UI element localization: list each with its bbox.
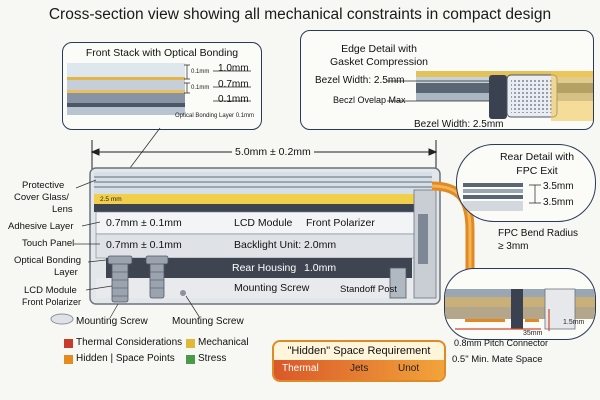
edge-detail-callout: Edge Detail with Gasket Compression Beze… xyxy=(300,30,594,130)
row2-text: Backlight Unit: 2.0mm xyxy=(234,239,337,251)
fpc-bend-line2: ≥ 3mm xyxy=(498,241,529,252)
edge-detail-diagram xyxy=(387,71,593,121)
front-stack-tiny-dim-2: 0.1mm xyxy=(191,85,210,91)
hidden-space-title: "Hidden" Space Requirement xyxy=(287,345,431,357)
connector-dim-35: 35mm xyxy=(523,330,543,337)
rear-detail-title-2: FPC Exit xyxy=(516,165,558,177)
glass-dimension: 2.5 mm xyxy=(100,196,122,203)
legend-swatch-stress xyxy=(186,355,195,364)
edge-detail-bezel-width: Bezel Width: 2.5mm xyxy=(315,75,405,86)
label-layer: Layer xyxy=(54,267,78,278)
label-adhesive: Adhesive Layer xyxy=(8,221,74,232)
front-stack-callout: Front Stack with Optical Bonding 0.1mm 0… xyxy=(62,42,262,130)
legend-swatch-thermal xyxy=(64,339,73,348)
legend-swatch-mechanical xyxy=(186,339,195,348)
front-stack-dim-3: 0.1mm xyxy=(218,94,249,105)
front-stack-dim-2: 0.7mm xyxy=(218,79,249,90)
label-touch-panel: Touch Panel xyxy=(22,238,75,249)
label-protective: Protective xyxy=(22,180,65,191)
edge-detail-title-1: Edge Detail with xyxy=(341,43,417,55)
legend-label-hidden: Hidden | Space Points xyxy=(76,353,175,364)
front-stack-tiny-dim-1: 0.1mm xyxy=(191,69,210,75)
rear-detail-dim-2: 3.5mm xyxy=(543,197,574,208)
fpc-bend-line1: FPC Bend Radius xyxy=(498,228,579,239)
rear-detail-dim-1: 3.5mm xyxy=(543,181,574,192)
row3-text: Rear Housing xyxy=(232,262,297,274)
rear-detail-diagram xyxy=(463,183,541,211)
edge-detail-bezel-width-bottom: Bezel Width: 2.5mm xyxy=(414,119,504,130)
label-lcd-module: LCD Module xyxy=(24,285,77,296)
standoff-label: Standoff Post xyxy=(340,284,397,295)
hidden-space-band xyxy=(274,360,444,380)
rear-detail-callout: Rear Detail with FPC Exit 3.5mm 3.5mm xyxy=(456,144,596,222)
label-lens: Lens xyxy=(52,204,73,215)
rear-detail-title-1: Rear Detail with xyxy=(499,151,575,163)
front-stack-title: Front Stack with Optical Bonding xyxy=(85,47,239,59)
legend-label-mechanical: Mechanical xyxy=(198,337,249,348)
mate-space-label: 0.5" Min. Mate Space xyxy=(452,354,543,365)
overall-dimension: 5.0mm ± 0.2mm xyxy=(232,146,314,158)
legend-swatch-hidden xyxy=(64,355,73,364)
row1-text: LCD Module xyxy=(234,217,293,229)
front-stack-bond-label: Optical Bonding Layer 0.1mm xyxy=(175,113,255,119)
row1-dim: 0.7mm ± 0.1mm xyxy=(106,217,182,229)
connector-dim-15: 1.5mm xyxy=(563,319,585,326)
hidden-space-middle: Jets xyxy=(350,363,369,374)
row2-dim: 0.7mm ± 0.1mm xyxy=(106,239,182,251)
edge-detail-title-2: Gasket Compression xyxy=(329,56,429,68)
row1-sub: Front Polarizer xyxy=(306,217,375,229)
label-optical-bonding: Optical Bonding xyxy=(14,255,82,266)
label-front-polarizer: Front Polarizer xyxy=(22,297,82,307)
hidden-space-thermal: Thermal xyxy=(282,363,319,374)
connector-detail-callout: 35mm 1.5mm xyxy=(444,268,596,340)
legend-label-stress: Stress xyxy=(198,353,227,364)
screw-label-1: Mounting Screw xyxy=(76,316,148,327)
edge-detail-bezel-overlap: Beczl Ovelap Max xyxy=(333,95,406,105)
row3-dim: 1.0mm xyxy=(304,262,337,274)
label-cover-glass: Cover Glass/ xyxy=(14,192,69,203)
legend-label-thermal: Thermal Considerations xyxy=(76,337,183,348)
front-stack-dim-1: 1.0mm xyxy=(218,63,249,74)
hidden-space-right: Unot xyxy=(398,363,420,374)
screw-label-2: Mounting Screw xyxy=(172,316,244,327)
page-title: Cross-section view showing all mechanica… xyxy=(48,6,552,23)
front-stack-diagram xyxy=(67,63,251,115)
hidden-space-box: "Hidden" Space Requirement Thermal Jets … xyxy=(272,340,446,382)
connector-detail-diagram xyxy=(445,288,595,331)
pitch-connector-label: 0.8mm Pitch Connector xyxy=(454,338,549,348)
row4-text: Mounting Screw xyxy=(234,282,310,294)
